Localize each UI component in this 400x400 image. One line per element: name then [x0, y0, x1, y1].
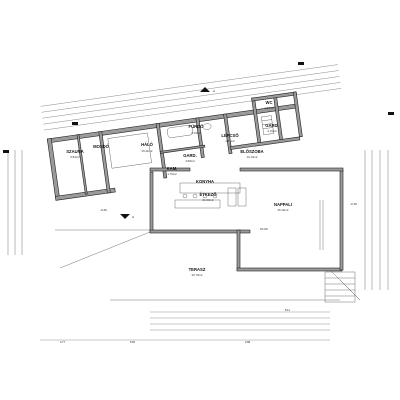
room-nappali: NAPPALI 36.16m2 — [274, 202, 292, 212]
level-living: ±0.00 — [260, 227, 268, 231]
section-marker-bottom — [120, 214, 130, 219]
section-marker-top — [200, 87, 210, 92]
dim-bottom-1: 4.77 — [60, 340, 66, 344]
section-label-bottom: A — [132, 215, 134, 219]
svg-text:KONYHA: KONYHA — [196, 179, 214, 184]
axis-markers — [3, 62, 394, 153]
svg-text:GARD.: GARD. — [183, 153, 197, 158]
svg-text:KAM.: KAM. — [167, 166, 178, 171]
svg-text:3.68m2: 3.68m2 — [185, 159, 195, 163]
dim-bottom-3: 2.88 — [245, 340, 251, 344]
room-gard-2: GARD. 2.15m2 — [265, 123, 279, 133]
room-mosdo: MOSDÓ — [93, 144, 110, 149]
room-terasz: TERASZ 30.70m2 — [189, 267, 206, 277]
svg-text:15.41m2: 15.41m2 — [142, 149, 153, 153]
room-eloszoba: ELŐSZOBA 10.14m2 — [240, 149, 263, 159]
svg-text:ELŐSZOBA: ELŐSZOBA — [240, 149, 263, 154]
svg-text:6.84m2: 6.84m2 — [70, 155, 80, 159]
svg-text:ÉTKEZŐ: ÉTKEZŐ — [200, 192, 218, 197]
room-wc: WC 1.69m2 — [264, 100, 274, 110]
room-labels: SZAUNA 6.84m2 MOSDÓ HÁLÓ 15.41m2 FÜRDŐ 6… — [66, 100, 292, 277]
svg-text:NAPPALI: NAPPALI — [274, 202, 292, 207]
svg-text:36.16m2: 36.16m2 — [278, 208, 289, 212]
room-furdo: FÜRDŐ 6.79m2 — [189, 124, 205, 135]
room-etkezo: ÉTKEZŐ 21.63m2 — [200, 192, 218, 202]
room-kam: KAM. 1.70m2 — [167, 166, 178, 176]
svg-text:1.70m2: 1.70m2 — [167, 172, 177, 176]
top-dimension-chains — [7, 64, 389, 290]
room-szauna: SZAUNA 6.84m2 — [66, 149, 83, 159]
section-label-top: A — [213, 89, 215, 93]
exterior-stairs — [324, 271, 356, 303]
building-walls — [46, 91, 344, 272]
room-gard-1: GARD. 3.68m2 — [183, 153, 197, 163]
bottom-dimension-chains: 4.77 5.90 2.88 8.11 — [40, 308, 330, 344]
section-markers: A A -0.20 -0.15 ±0.00 — [100, 87, 357, 231]
bathroom-fixtures — [107, 115, 274, 169]
svg-text:30.70m2: 30.70m2 — [192, 273, 203, 277]
level-left: -0.20 — [100, 208, 107, 212]
svg-text:SZAUNA: SZAUNA — [66, 149, 83, 154]
svg-text:1.69m2: 1.69m2 — [264, 106, 274, 110]
room-konyha: KONYHA — [196, 179, 214, 184]
svg-text:MOSDÓ: MOSDÓ — [93, 144, 110, 149]
svg-text:FÜRDŐ: FÜRDŐ — [189, 124, 205, 129]
kitchen-furniture — [174, 182, 247, 209]
dim-bottom-2: 5.90 — [130, 340, 136, 344]
room-halo: HÁLÓ 15.41m2 — [141, 142, 154, 153]
svg-text:WC: WC — [266, 100, 273, 105]
svg-text:TERASZ: TERASZ — [189, 267, 206, 272]
svg-text:HÁLÓ: HÁLÓ — [141, 142, 154, 147]
svg-text:21.63m2: 21.63m2 — [203, 198, 214, 202]
site-lines — [55, 229, 361, 301]
svg-text:6.79m2: 6.79m2 — [191, 131, 201, 135]
svg-text:4.91m2: 4.91m2 — [225, 139, 235, 143]
svg-text:10.14m2: 10.14m2 — [247, 155, 258, 159]
svg-text:LÉPCSŐ: LÉPCSŐ — [221, 133, 239, 138]
svg-text:2.15m2: 2.15m2 — [267, 129, 277, 133]
room-lepcso: LÉPCSŐ 4.91m2 — [221, 133, 239, 143]
svg-text:GARD.: GARD. — [265, 123, 279, 128]
level-right: -0.15 — [350, 202, 357, 206]
dim-main: 8.11 — [285, 308, 290, 312]
